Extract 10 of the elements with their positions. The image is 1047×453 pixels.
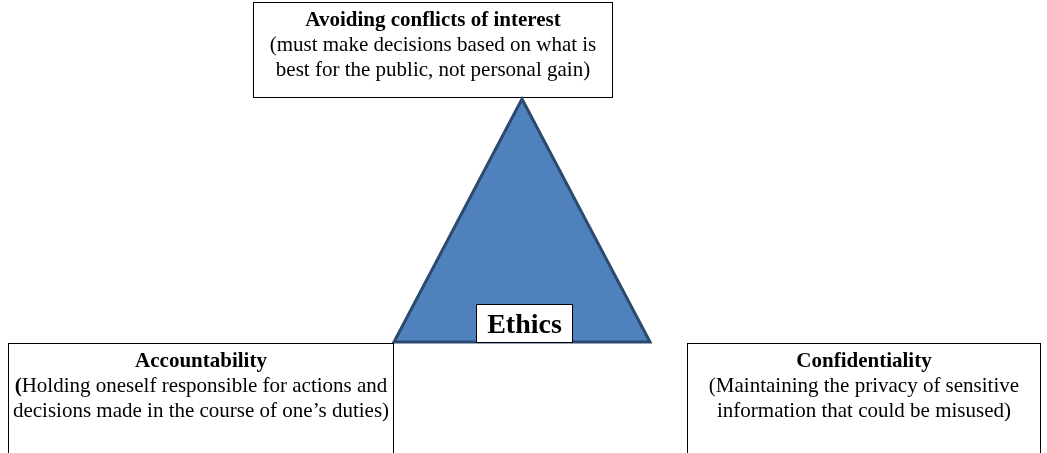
label-box: Ethics bbox=[476, 304, 573, 343]
description: (must make decisions based on what is best for the public, not personal gain) bbox=[268, 32, 598, 82]
description: (Holding oneself responsible for actions and decisions made in the course of one’s duties) bbox=[11, 373, 391, 423]
heading: Confidentiality bbox=[795, 348, 933, 373]
heading: Avoiding conflicts of interest bbox=[304, 7, 562, 32]
description: (Maintaining the privacy of sensitive information that could be misused) bbox=[707, 373, 1021, 423]
text-box bbox=[687, 343, 1041, 453]
heading: Accountability bbox=[134, 348, 268, 373]
text-box bbox=[253, 2, 613, 98]
text-box bbox=[8, 343, 394, 453]
